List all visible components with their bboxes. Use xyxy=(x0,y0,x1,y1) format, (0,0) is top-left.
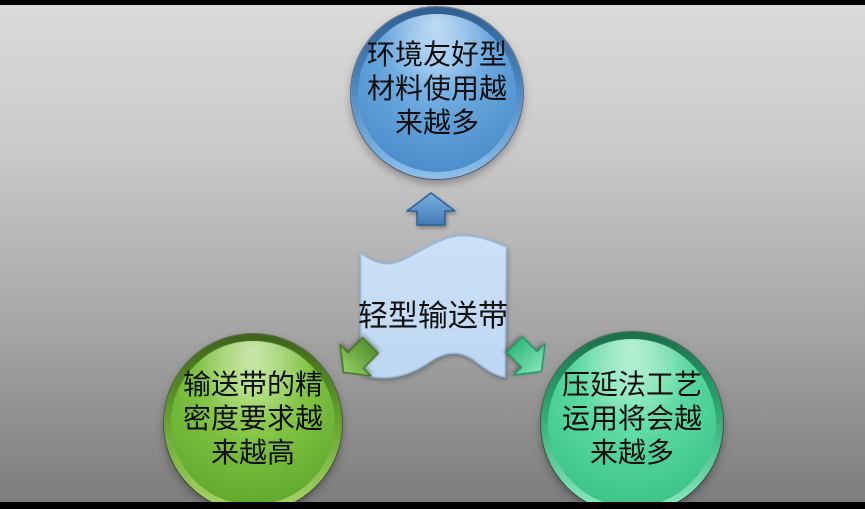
center-shape-label: 轻型输送带 xyxy=(358,300,508,333)
text-line: 材料使用越 xyxy=(366,73,507,104)
text-line: 来越多 xyxy=(589,437,674,468)
node-top-text: 环境友好型 材料使用越 来越多 xyxy=(367,38,507,148)
letterbox-bottom-bar xyxy=(0,502,865,509)
text-line: 密度要求越 xyxy=(182,403,323,434)
text-line: 输送带的精 xyxy=(182,369,323,400)
wave-shape xyxy=(359,234,508,379)
text-line: 来越高 xyxy=(210,437,295,468)
text-line: 环境友好型 xyxy=(366,39,507,70)
node-bottom-right-text: 压延法工艺 运用将会越 来越多 xyxy=(562,368,702,478)
text-line: 运用将会越 xyxy=(561,403,702,434)
node-bottom-left-text: 输送带的精 密度要求越 来越高 xyxy=(183,368,323,478)
arrow-down-right-icon xyxy=(506,336,546,376)
letterbox-top-bar xyxy=(0,0,865,5)
arrow-down-left-icon xyxy=(339,337,379,377)
text-line: 来越多 xyxy=(394,107,479,138)
node-bottom-right-circle: 压延法工艺 运用将会越 来越多 xyxy=(541,332,723,509)
node-top-circle: 环境友好型 材料使用越 来越多 xyxy=(351,7,523,179)
node-bottom-left-circle: 输送带的精 密度要求越 来越高 xyxy=(164,334,342,509)
text-line: 压延法工艺 xyxy=(561,369,702,400)
arrow-up-icon xyxy=(406,192,456,226)
